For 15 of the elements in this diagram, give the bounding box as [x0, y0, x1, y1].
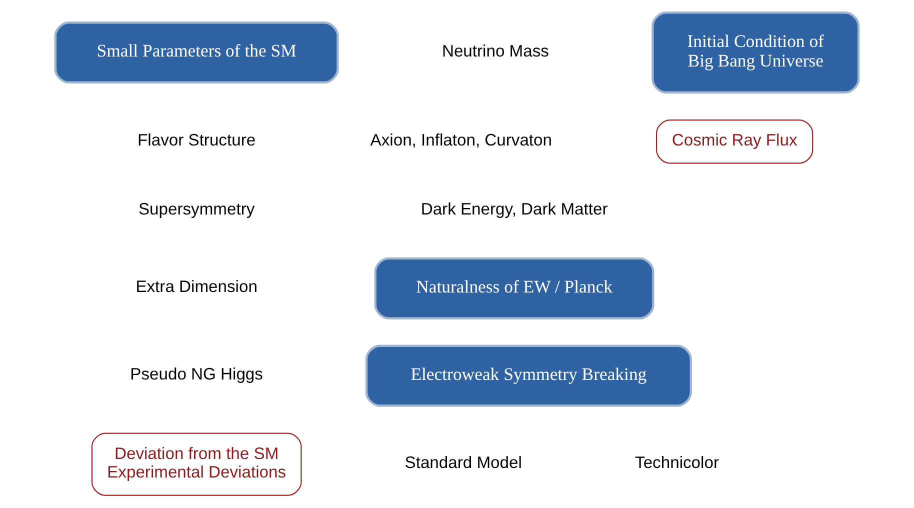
node-box: Deviation from the SM Experimental Deviations: [91, 432, 302, 496]
label: Standard Model: [404, 453, 522, 472]
node-box: Small Parameters of the SM: [54, 22, 339, 84]
label: Extra Dimension: [136, 277, 258, 296]
label: Axion, Inflaton, Curvaton: [370, 130, 552, 150]
node-box: Initial Condition of Big Bang Universe: [652, 12, 860, 94]
node-box: Naturalness of EW / Planck: [374, 257, 654, 320]
label: Pseudo NG Higgs: [130, 364, 263, 384]
node-box: Cosmic Ray Flux: [656, 120, 814, 164]
label: Technicolor: [635, 453, 719, 472]
node-box: Electroweak Symmetry Breaking: [365, 344, 692, 407]
label: Dark Energy, Dark Matter: [420, 200, 608, 219]
label: Supersymmetry: [138, 200, 255, 219]
label: Flavor Structure: [138, 130, 256, 150]
label: Neutrino Mass: [442, 41, 549, 60]
